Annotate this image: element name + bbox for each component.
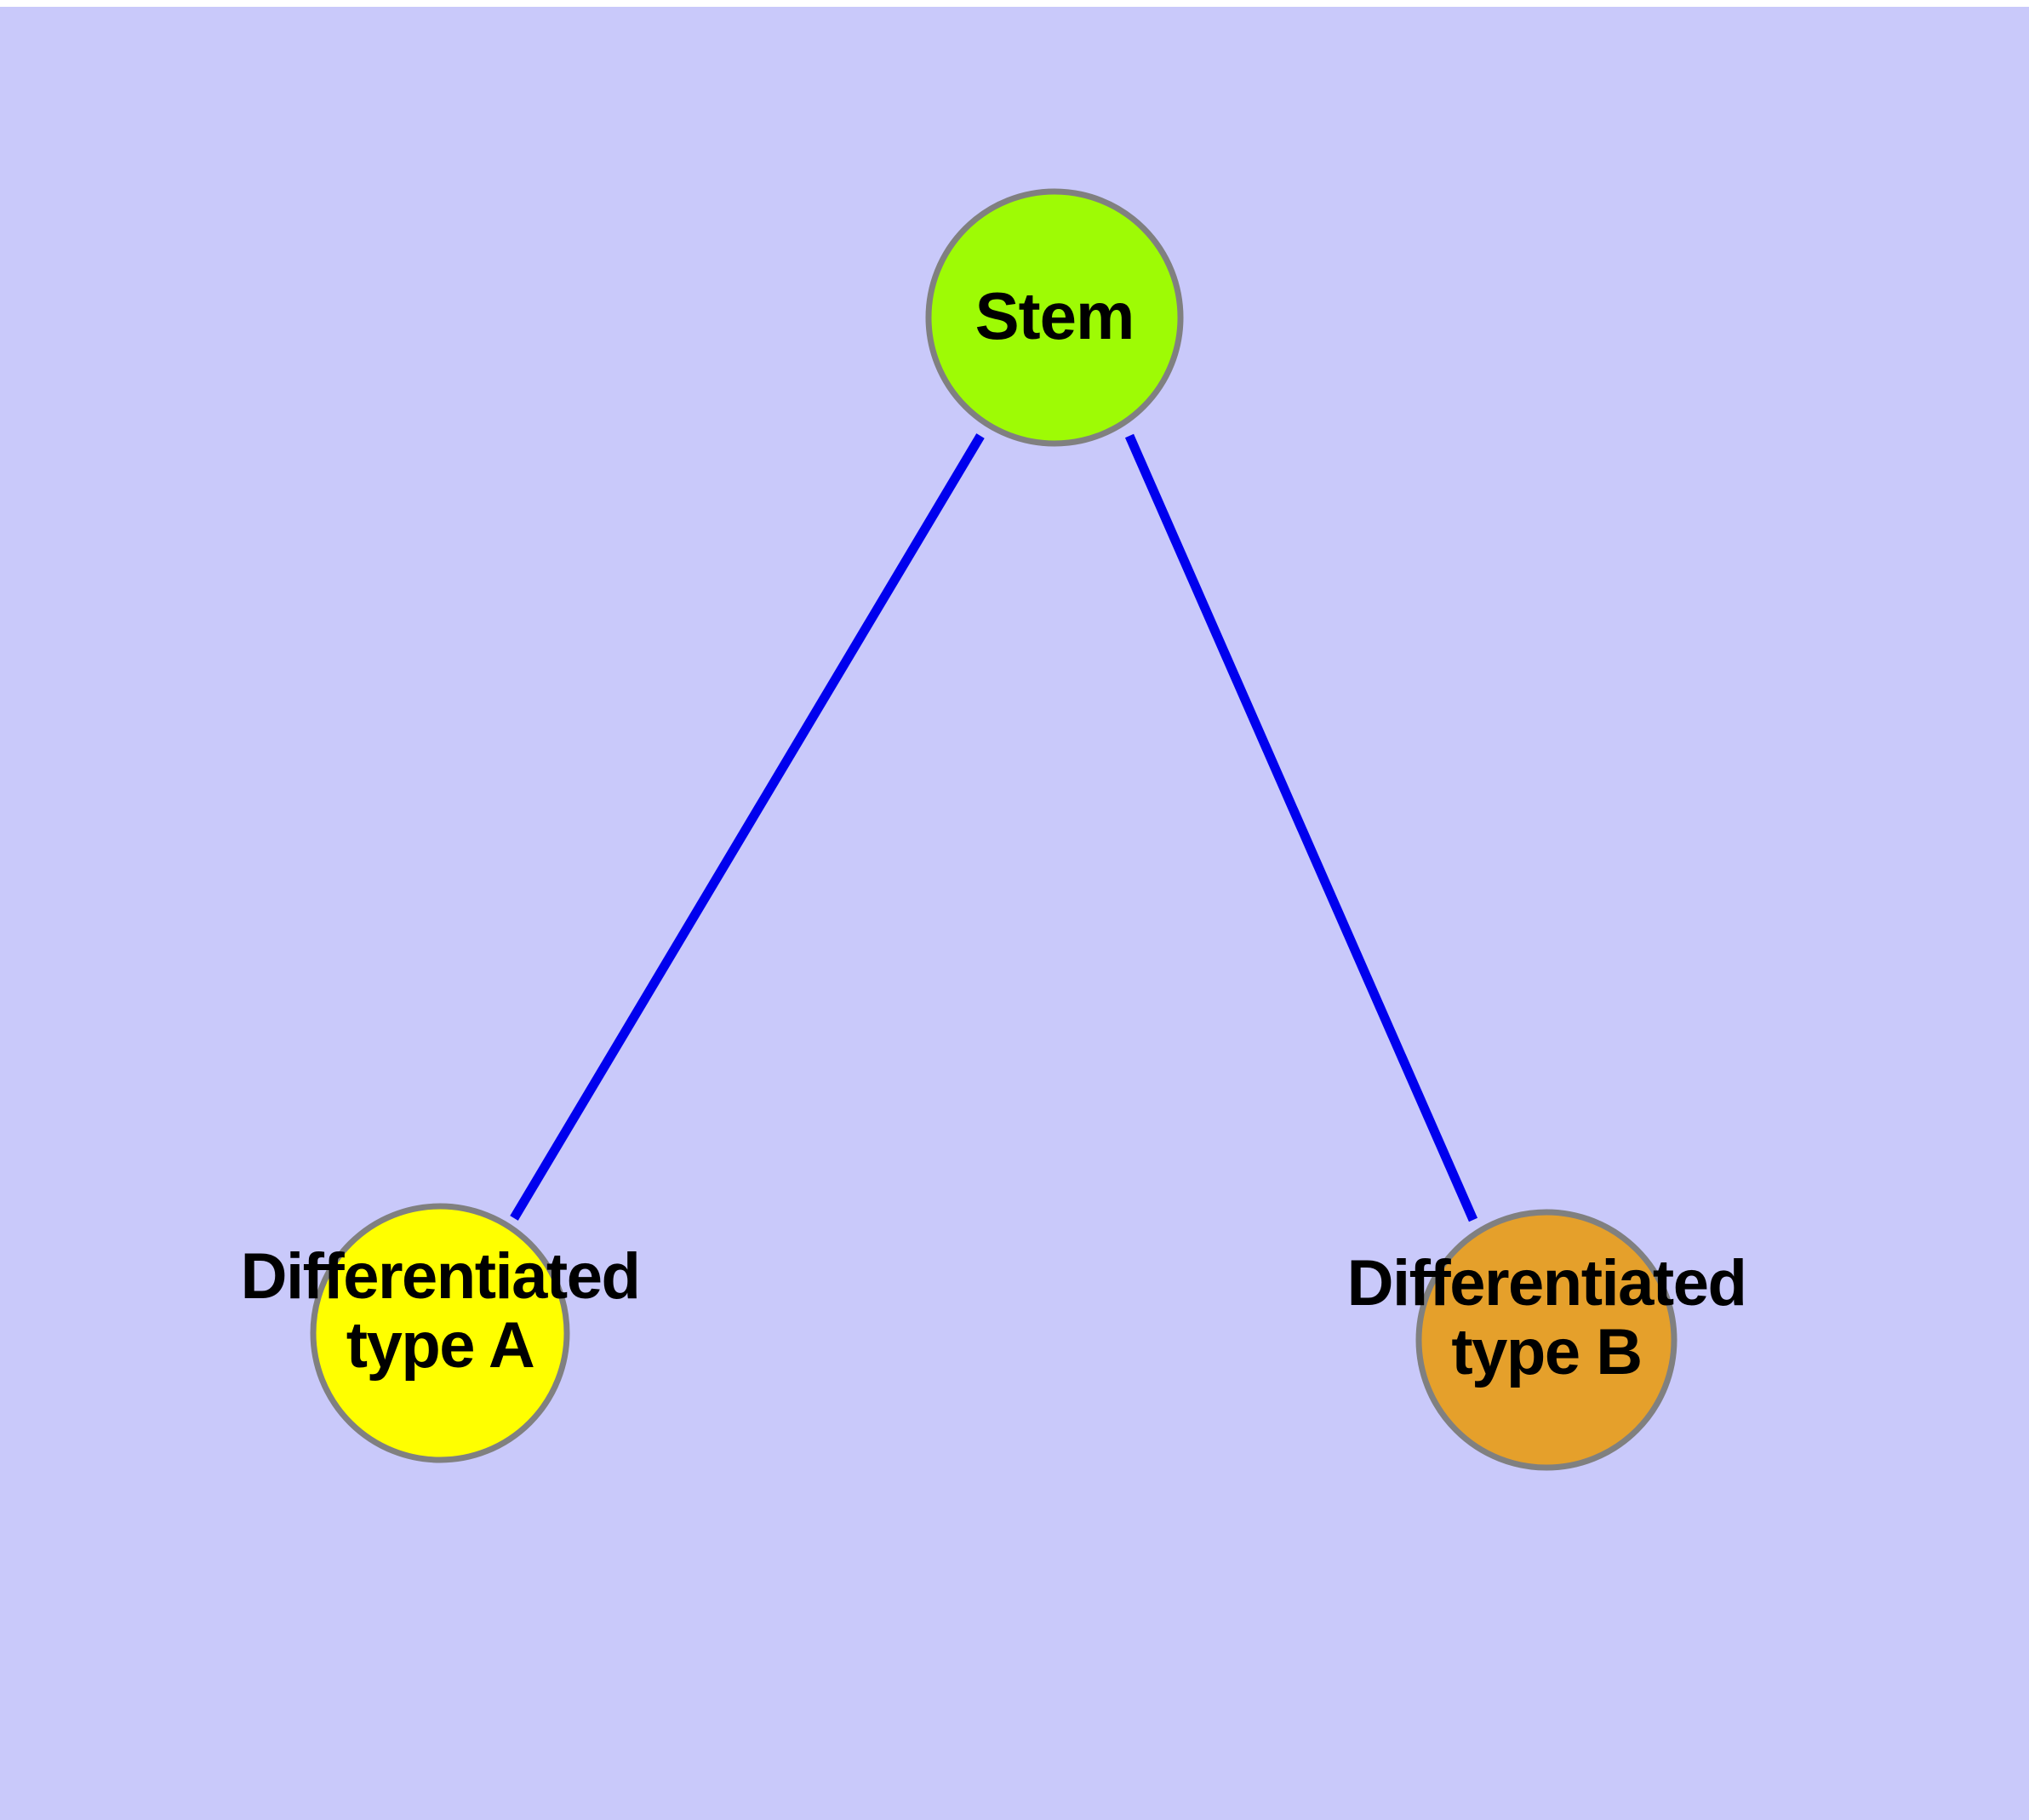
- edge-layer: [510, 433, 1478, 1222]
- node-layer: [310, 188, 1677, 1471]
- node-stem[interactable]: [925, 188, 1184, 447]
- edge-stem-to-type-b[interactable]: [1124, 433, 1478, 1222]
- node-differentiated-type-b[interactable]: [1415, 1209, 1677, 1471]
- edge-stem-to-type-a[interactable]: [510, 433, 985, 1221]
- node-differentiated-type-a[interactable]: [310, 1203, 570, 1463]
